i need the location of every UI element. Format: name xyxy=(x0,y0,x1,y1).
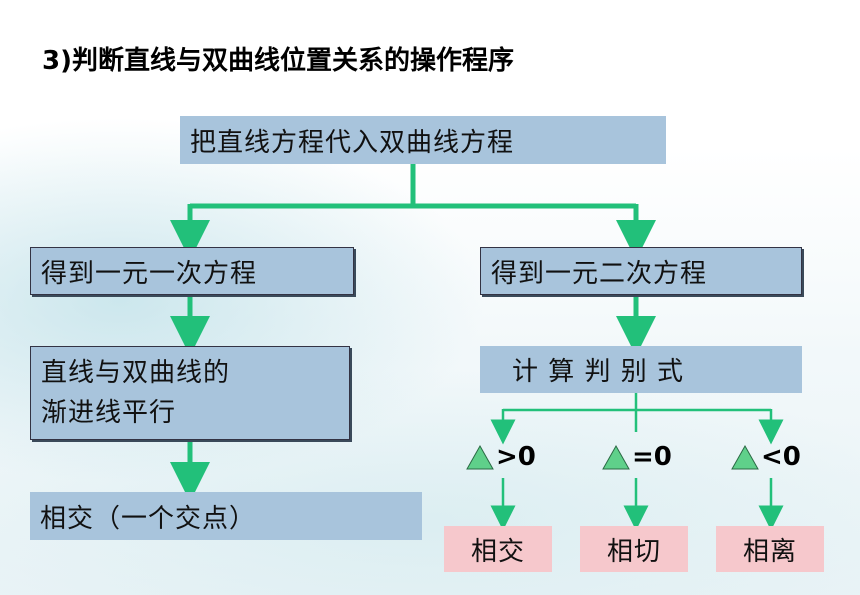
left-step2-line1: 直线与双曲线的 xyxy=(41,358,231,388)
case-greater-label: >0 xyxy=(496,442,536,472)
delta-triangle-icon xyxy=(602,444,630,470)
case-less-label: <0 xyxy=(761,442,801,472)
discriminant-box: 计 算 判 别 式 xyxy=(480,346,802,393)
delta-triangle-icon xyxy=(731,444,759,470)
result-tangent: 相切 xyxy=(580,526,688,572)
delta-triangle-icon xyxy=(466,444,494,470)
right-step1-box: 得到一元二次方程 xyxy=(480,247,802,295)
left-result-box: 相交（一个交点） xyxy=(30,492,422,540)
result-intersect: 相交 xyxy=(444,526,552,572)
top-box: 把直线方程代入双曲线方程 xyxy=(180,116,666,164)
case-greater: >0 xyxy=(466,442,536,472)
left-step2-box: 直线与双曲线的 渐进线平行 xyxy=(30,346,350,440)
case-equal-label: =0 xyxy=(632,442,672,472)
case-less: <0 xyxy=(731,442,801,472)
result-separate: 相离 xyxy=(716,526,824,572)
case-equal: =0 xyxy=(602,442,672,472)
slide-title: 3)判断直线与双曲线位置关系的操作程序 xyxy=(42,46,514,76)
left-step1-box: 得到一元一次方程 xyxy=(30,247,354,295)
left-step2-line2: 渐进线平行 xyxy=(41,398,177,428)
